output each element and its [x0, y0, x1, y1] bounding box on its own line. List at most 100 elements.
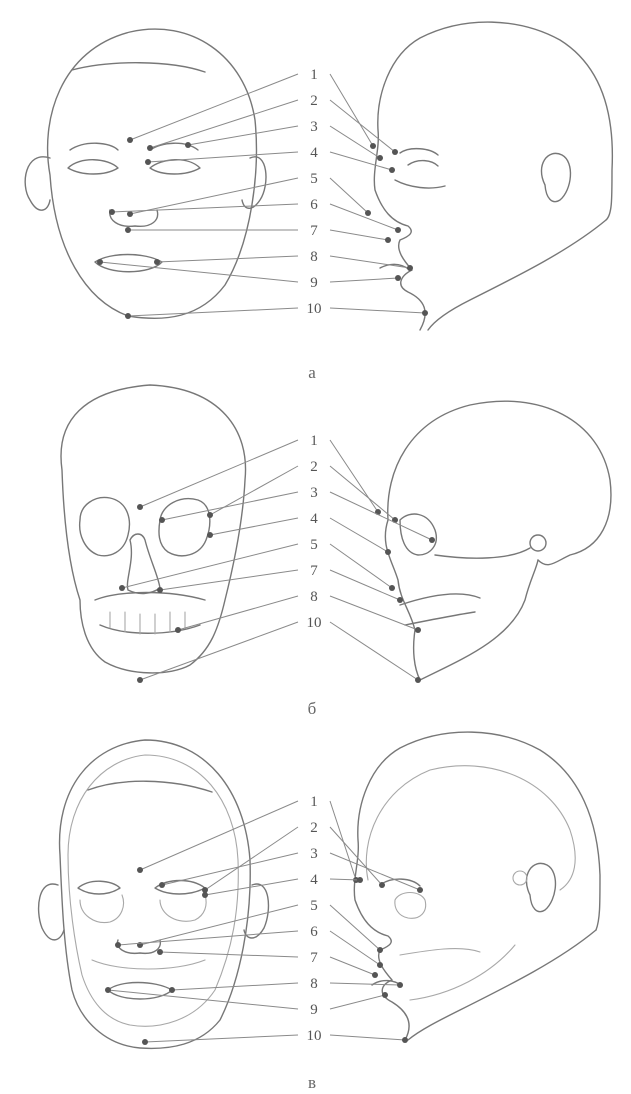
panel-b-caption: б	[308, 699, 317, 718]
landmark-dot-right	[389, 167, 395, 173]
landmark-dot-right	[385, 549, 391, 555]
landmark-dot-left	[185, 142, 191, 148]
leader-line-left	[162, 853, 298, 885]
leader-line-right	[330, 440, 378, 512]
leader-line-right	[330, 995, 385, 1009]
landmark-number: 1	[310, 67, 318, 83]
landmark-dot-left	[137, 867, 143, 873]
leader-line-left	[172, 983, 298, 990]
landmark-number: 1	[310, 433, 318, 449]
leader-line-left	[205, 879, 298, 895]
landmark-7-panel-1: 7	[125, 223, 391, 243]
landmark-5-panel-3: 5	[137, 898, 383, 953]
landmark-dot-left	[125, 227, 131, 233]
landmark-10-panel-3: 10	[142, 1028, 408, 1045]
leader-line-right	[330, 100, 395, 152]
landmark-3-panel-2: 3	[159, 485, 435, 543]
panel-a	[25, 22, 612, 330]
landmark-number: 3	[310, 119, 318, 135]
landmark-6-panel-3: 6	[115, 924, 383, 968]
landmark-dot-right	[357, 877, 363, 883]
leader-line-left	[210, 518, 298, 535]
landmark-dot-right	[422, 310, 428, 316]
landmark-dot-left	[127, 137, 133, 143]
leader-line-right	[330, 256, 410, 268]
landmark-dot-left	[115, 942, 121, 948]
landmark-dot-right	[389, 585, 395, 591]
leader-line-right	[330, 230, 388, 240]
leader-line-left	[205, 827, 298, 890]
landmark-dot-left	[154, 259, 160, 265]
landmark-number: 9	[310, 1002, 318, 1018]
landmark-dot-right	[392, 149, 398, 155]
landmark-4-panel-1: 4	[145, 145, 395, 173]
leader-line-left	[128, 308, 298, 316]
landmark-number: 3	[310, 846, 318, 862]
landmark-dot-right	[377, 155, 383, 161]
leader-line-right	[330, 570, 400, 600]
landmark-number: 4	[310, 872, 318, 888]
landmark-dot-left	[137, 504, 143, 510]
landmark-dot-left	[105, 987, 111, 993]
leader-line-left	[160, 952, 298, 957]
landmark-number: 6	[310, 924, 318, 940]
landmark-number: 5	[310, 537, 318, 553]
leader-line-right	[330, 983, 400, 985]
landmark-number: 2	[310, 820, 318, 836]
landmark-dot-left	[175, 627, 181, 633]
landmark-dot-right	[402, 1037, 408, 1043]
leader-line-right	[330, 466, 395, 520]
leader-line-left	[188, 126, 298, 145]
landmark-10-panel-1: 10	[125, 301, 428, 319]
leader-line-right	[330, 74, 373, 146]
landmark-dot-left	[109, 209, 115, 215]
landmark-dot-left	[169, 987, 175, 993]
landmark-dot-right	[417, 887, 423, 893]
panel-c	[39, 732, 600, 1048]
leader-line-right	[330, 957, 375, 975]
panel-c-caption: в	[308, 1073, 316, 1092]
landmark-dot-right	[372, 972, 378, 978]
leader-line-left	[112, 204, 298, 212]
landmark-number: 8	[310, 249, 318, 265]
panel-a-profile-face	[374, 22, 612, 330]
leader-line-left	[140, 622, 298, 680]
landmark-dot-right	[370, 143, 376, 149]
landmark-dot-left	[125, 313, 131, 319]
landmark-number: 9	[310, 275, 318, 291]
landmark-number: 1	[310, 794, 318, 810]
landmark-number: 8	[310, 976, 318, 992]
landmark-number: 4	[310, 145, 318, 161]
landmark-dot-right	[415, 677, 421, 683]
landmark-2-panel-2: 2	[207, 459, 398, 523]
landmark-number: 10	[307, 615, 322, 631]
landmark-8-panel-2: 8	[175, 589, 421, 633]
leader-line-right	[330, 492, 432, 540]
leader-line-right	[330, 596, 418, 630]
landmark-number: 7	[310, 563, 318, 579]
landmark-number: 6	[310, 197, 318, 213]
leader-line-right	[330, 178, 368, 213]
leader-line-left	[140, 801, 298, 870]
landmark-dot-right	[397, 982, 403, 988]
landmark-number: 10	[307, 1028, 322, 1044]
leader-line-right	[330, 853, 420, 890]
landmark-dot-right	[385, 237, 391, 243]
landmark-dot-right	[379, 882, 385, 888]
landmark-number: 2	[310, 459, 318, 475]
leader-line-right	[330, 622, 418, 680]
landmark-8-panel-1: 8	[154, 249, 413, 271]
landmark-dot-left	[147, 145, 153, 151]
panel-a-caption: а	[308, 363, 316, 382]
landmark-9-panel-1: 9	[97, 259, 401, 291]
landmark-number: 7	[310, 223, 318, 239]
landmark-4-panel-2: 4	[207, 511, 391, 555]
landmark-dot-left	[142, 1039, 148, 1045]
landmark-dot-left	[157, 949, 163, 955]
leader-line-right	[330, 1035, 405, 1040]
landmark-dot-left	[207, 532, 213, 538]
landmark-8-panel-3: 8	[169, 976, 403, 993]
leader-line-left	[148, 152, 298, 162]
landmark-annotations: 1234567891012345781012345678910	[97, 67, 435, 1045]
